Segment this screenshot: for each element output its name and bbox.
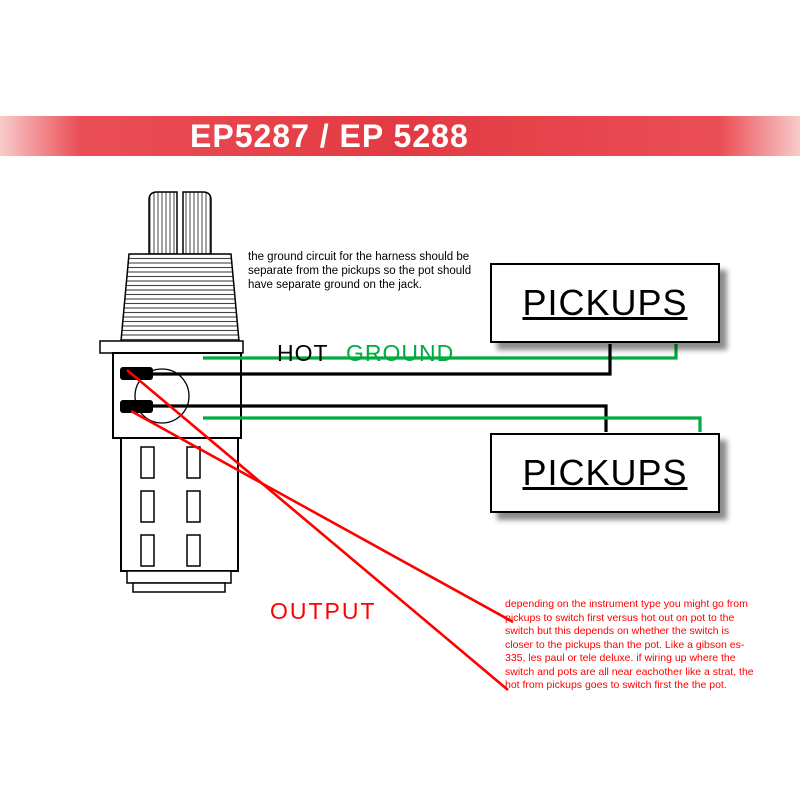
hot-wire-top — [150, 344, 612, 376]
switch-base — [126, 570, 232, 584]
pickups-label-top: PICKUPS — [522, 282, 688, 323]
wires — [126, 344, 702, 691]
ground-wire-bottom — [203, 416, 702, 432]
pickups-box-top: PICKUPS — [490, 263, 720, 343]
page-title: EP5287 / EP 5288 — [190, 117, 469, 154]
ground-label: GROUND — [346, 340, 455, 366]
pot-lug-2 — [120, 400, 153, 413]
pot-body — [112, 352, 242, 439]
switch-lug — [186, 490, 201, 523]
switch-lug — [140, 446, 155, 479]
title-banner: EP5287 / EP 5288 — [0, 116, 800, 156]
pot-bushing — [120, 253, 240, 342]
switch-base-cap — [132, 582, 226, 593]
output-wire-1 — [126, 369, 509, 691]
ground-note: the ground circuit for the harness shoul… — [248, 251, 472, 291]
potentiometer — [99, 191, 244, 593]
switch-lug — [140, 490, 155, 523]
switch-body — [120, 437, 239, 572]
switch-lug — [186, 446, 201, 479]
switch-lug — [140, 534, 155, 567]
pot-core — [134, 368, 190, 424]
ground-wire-top — [203, 344, 678, 360]
pickups-label-bottom: PICKUPS — [522, 452, 688, 493]
routing-note: depending on the instrument type you mig… — [505, 598, 754, 691]
pot-shaft-left-icon — [148, 191, 178, 255]
output-label: OUTPUT — [270, 598, 377, 624]
pot-flange — [99, 340, 244, 354]
output-wire-2 — [130, 409, 514, 624]
hot-wire-bottom — [150, 404, 608, 432]
pickups-box-bottom: PICKUPS — [490, 433, 720, 513]
pot-shaft-right-icon — [182, 191, 212, 255]
switch-lug — [186, 534, 201, 567]
hot-label: HOT — [277, 340, 329, 366]
